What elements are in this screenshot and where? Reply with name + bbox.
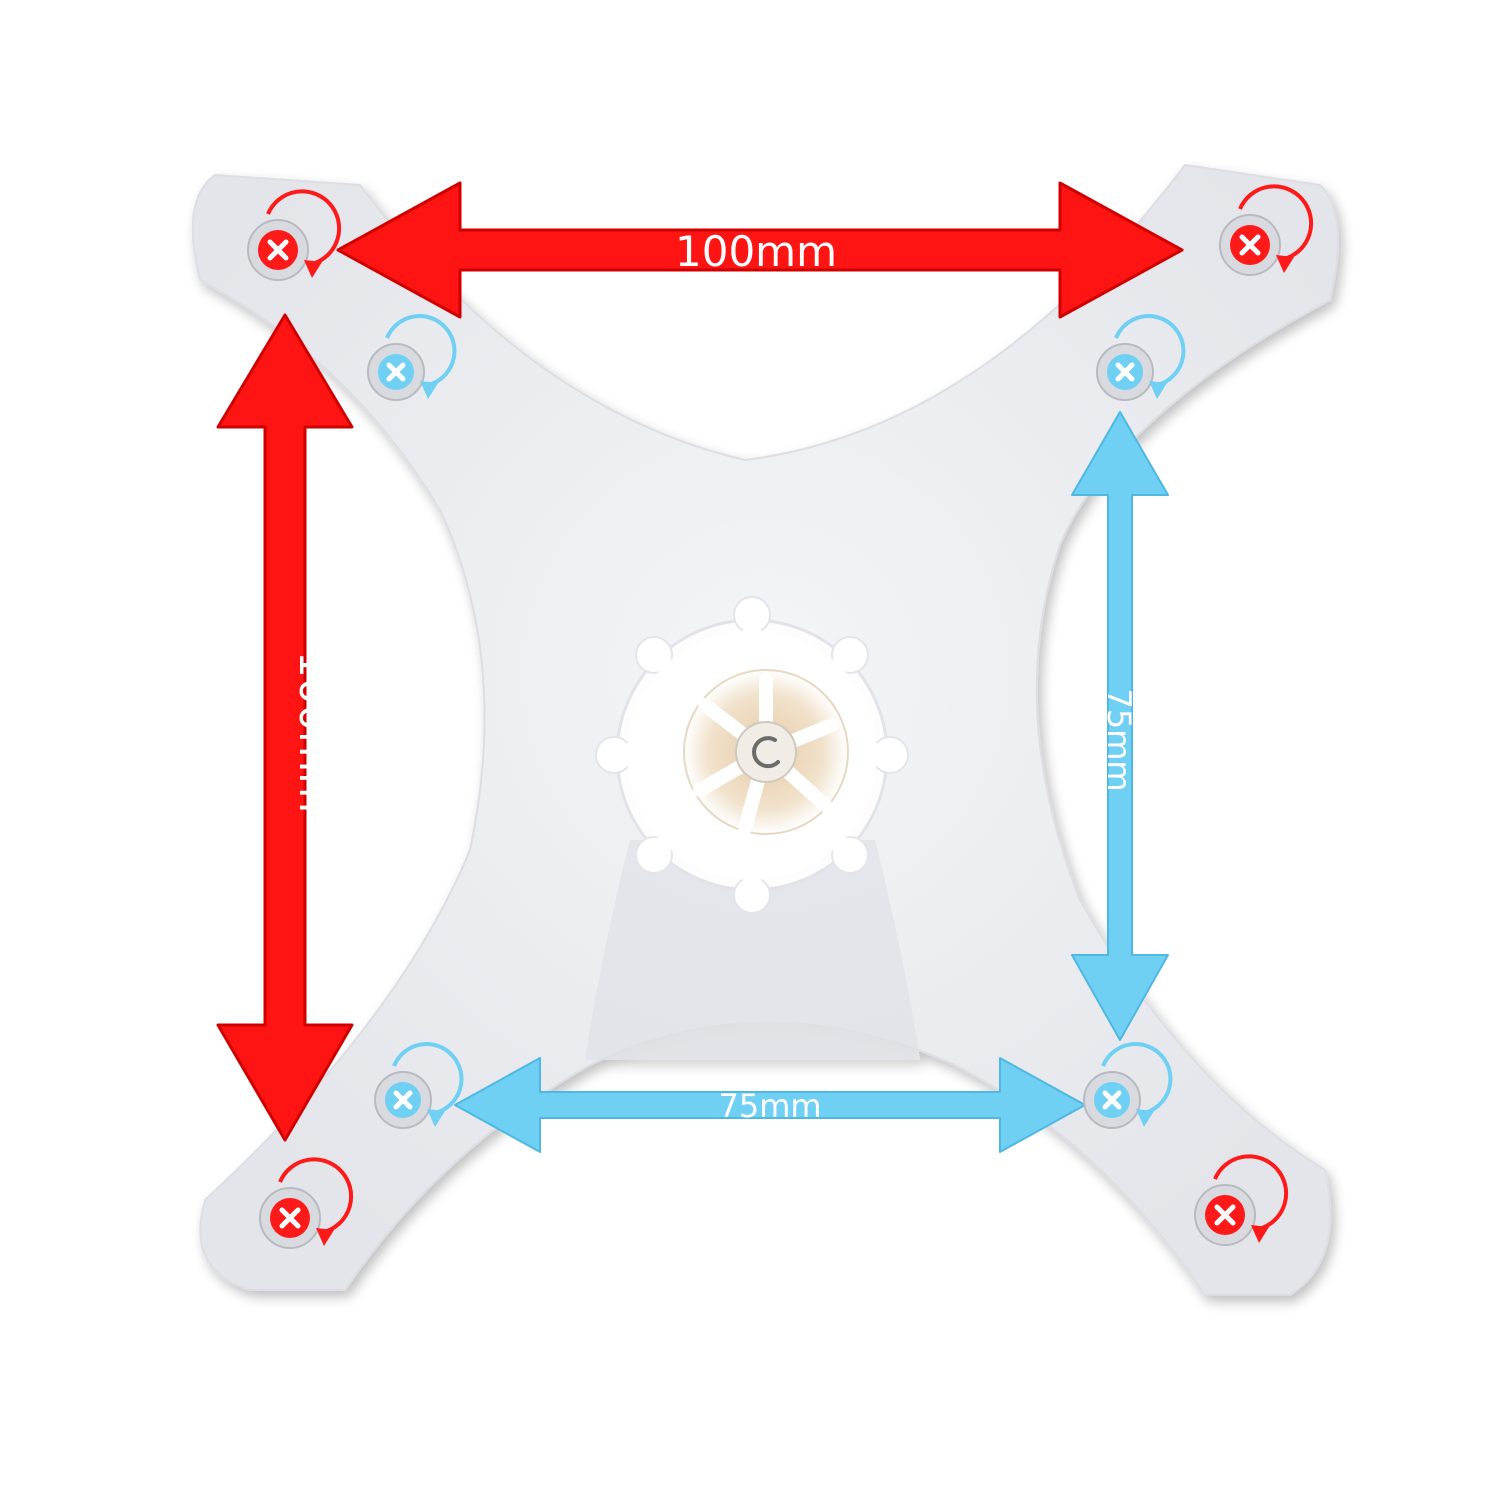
vesa-100-vertical-arrow: 100mm	[216, 313, 354, 1142]
screw-x-rotate-icon	[247, 189, 342, 281]
screw-100-bottom-right	[1194, 1154, 1289, 1246]
vesa-75-horizontal-label: 75mm	[718, 1087, 821, 1125]
screw-100-top-left	[247, 189, 342, 281]
screw-75-bottom-left	[374, 1042, 464, 1129]
vesa-75-vertical-label: 75mm	[1100, 688, 1138, 791]
screw-75-top-right	[1096, 314, 1186, 401]
double-arrow-shape	[216, 313, 354, 1142]
vesa-75-vertical-arrow: 75mm	[1071, 411, 1169, 1041]
screw-x-rotate-icon	[1083, 1042, 1173, 1129]
vesa-100-vertical-label: 100mm	[290, 651, 339, 813]
gear-knob-icon	[595, 596, 909, 914]
vesa-100-horizontal-arrow: 100mm	[336, 181, 1184, 319]
plate-neck-shade	[585, 840, 920, 1060]
screw-x-rotate-icon	[374, 1042, 464, 1129]
screw-75-bottom-right	[1083, 1042, 1173, 1129]
screw-x-rotate-icon	[1096, 314, 1186, 401]
double-arrow-shape	[336, 181, 1184, 319]
screw-75-top-left	[367, 314, 457, 401]
screw-100-bottom-left	[259, 1157, 354, 1249]
vesa-100-horizontal-label: 100mm	[675, 227, 837, 276]
screw-100-top-right	[1219, 184, 1314, 276]
screw-x-rotate-icon	[1194, 1154, 1289, 1246]
center-knob	[595, 596, 909, 914]
screw-x-rotate-icon	[259, 1157, 354, 1249]
screw-x-rotate-icon	[367, 314, 457, 401]
double-arrow-shape	[1071, 411, 1169, 1041]
screw-x-rotate-icon	[1219, 184, 1314, 276]
